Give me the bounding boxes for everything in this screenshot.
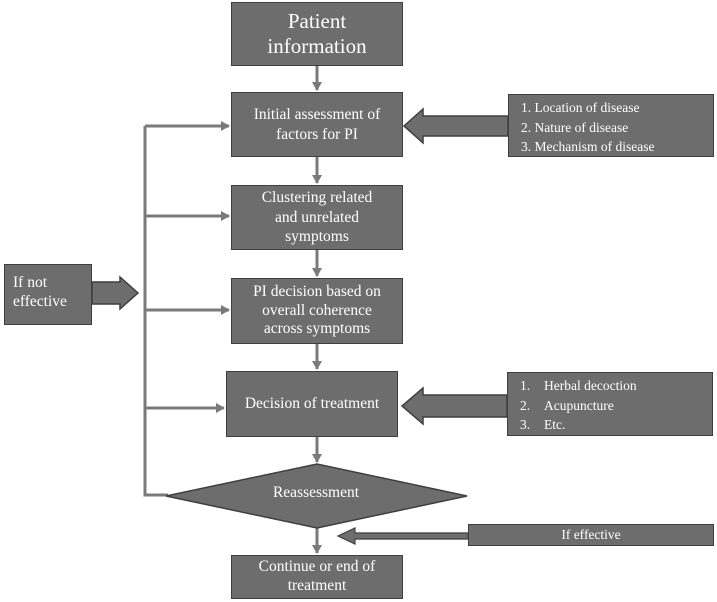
treatment-option-number: 2. — [520, 397, 531, 413]
if-effective-label: If effective — [561, 526, 621, 542]
if-not-effective-line: effective — [13, 293, 67, 311]
treatment-options-box: 1. Herbal decoction 2. Acupuncture 3. Etc. — [507, 372, 713, 436]
treatment-option-number: 3. — [520, 417, 531, 433]
feedback-loop-line — [143, 126, 168, 497]
block-arrow-factors — [402, 107, 509, 145]
if-not-effective-box: If not effective — [4, 264, 92, 325]
treatment-option-number: 1. — [520, 378, 531, 393]
treatment-option-text: Acupuncture — [544, 397, 614, 413]
reassessment-diamond — [165, 463, 468, 529]
reassessment-label: Reassessment — [272, 484, 360, 501]
block-arrow-if-not-effective — [91, 275, 140, 311]
decision-of-treatment-label: Decision of treatment — [244, 395, 380, 413]
continue-or-end-line: Continue or end of — [258, 558, 376, 576]
continue-or-end-line: treatment — [287, 577, 347, 594]
factors-list-box: 1. Location of disease 2. Nature of dise… — [508, 94, 714, 157]
block-arrow-treatments — [400, 386, 508, 426]
pi-decision-line: PI decision based on — [253, 282, 381, 300]
clustering-line: symptoms — [285, 228, 349, 246]
treatment-option-item: 1. Herbal decoction — [520, 376, 712, 396]
factors-list-item: 2. Nature of disease — [521, 119, 629, 135]
factors-list-item: 3. Mechanism of disease — [521, 139, 655, 155]
factors-list-item: 1. Location of disease — [521, 100, 640, 115]
treatment-option-text: Etc. — [544, 417, 566, 433]
patient-information-line: information — [267, 34, 367, 58]
if-effective-box: If effective — [468, 524, 714, 546]
initial-assessment-line: Initial assessment of — [253, 106, 381, 124]
clustering-line: Clustering related — [261, 189, 373, 207]
treatment-option-item: 2. Acupuncture — [520, 396, 712, 416]
pi-decision-line: overall coherence — [262, 301, 372, 319]
treatment-option-item: 3. Etc. — [520, 415, 712, 435]
initial-assessment-line: factors for PI — [276, 125, 358, 143]
decision-of-treatment-box: Decision of treatment — [226, 371, 398, 437]
patient-information-line: Patient — [287, 8, 347, 33]
if-not-effective-line: If not — [13, 274, 48, 291]
pi-decision-line: across symptoms — [263, 320, 371, 338]
treatment-option-text: Herbal decoction — [544, 378, 637, 393]
block-arrow-if-effective — [336, 527, 469, 545]
clustering-line: and unrelated — [275, 208, 359, 226]
